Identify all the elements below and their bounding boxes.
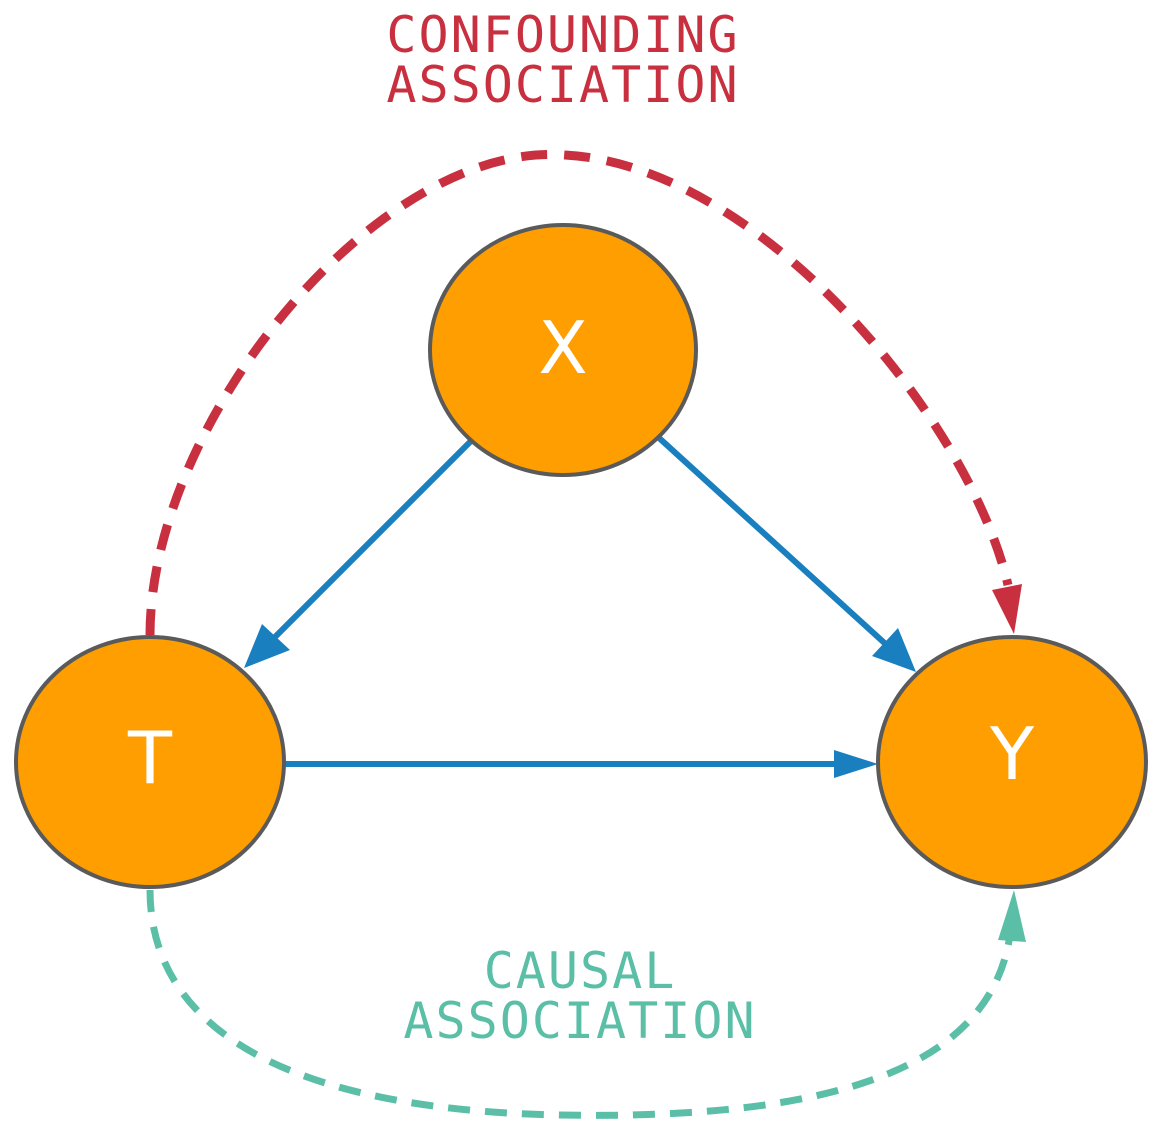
node-x-label: X [538, 306, 587, 390]
causal-association-curve [146, 889, 1014, 1119]
edge-x-to-y-arrowhead [872, 628, 916, 672]
node-t: T [14, 635, 286, 889]
edge-x-to-y [655, 434, 893, 651]
node-x: X [428, 223, 698, 477]
causal-association-arrowhead [998, 890, 1026, 942]
node-t-circle [14, 635, 286, 889]
node-t-label: T [127, 716, 173, 800]
confounding-association-curve [145, 150, 1013, 636]
edge-x-to-t-arrowhead [244, 624, 290, 668]
node-y: Y [876, 635, 1148, 889]
confounding-association-label: CONFOUNDING ASSOCIATION [386, 6, 739, 114]
causal-association-label: CAUSAL ASSOCIATION [403, 942, 756, 1050]
edge-t-to-y-arrowhead [834, 750, 878, 778]
causal-label-line2: ASSOCIATION [403, 992, 756, 1050]
confounding-association-arrowhead [992, 584, 1022, 634]
causal-label-line1: CAUSAL [484, 942, 677, 1000]
edge-x-to-t [269, 437, 475, 643]
confounding-label-line2: ASSOCIATION [386, 56, 739, 114]
node-y-label: Y [989, 712, 1035, 796]
confounding-label-line1: CONFOUNDING [386, 6, 739, 64]
node-x-circle [428, 223, 698, 477]
node-y-circle [876, 635, 1148, 889]
